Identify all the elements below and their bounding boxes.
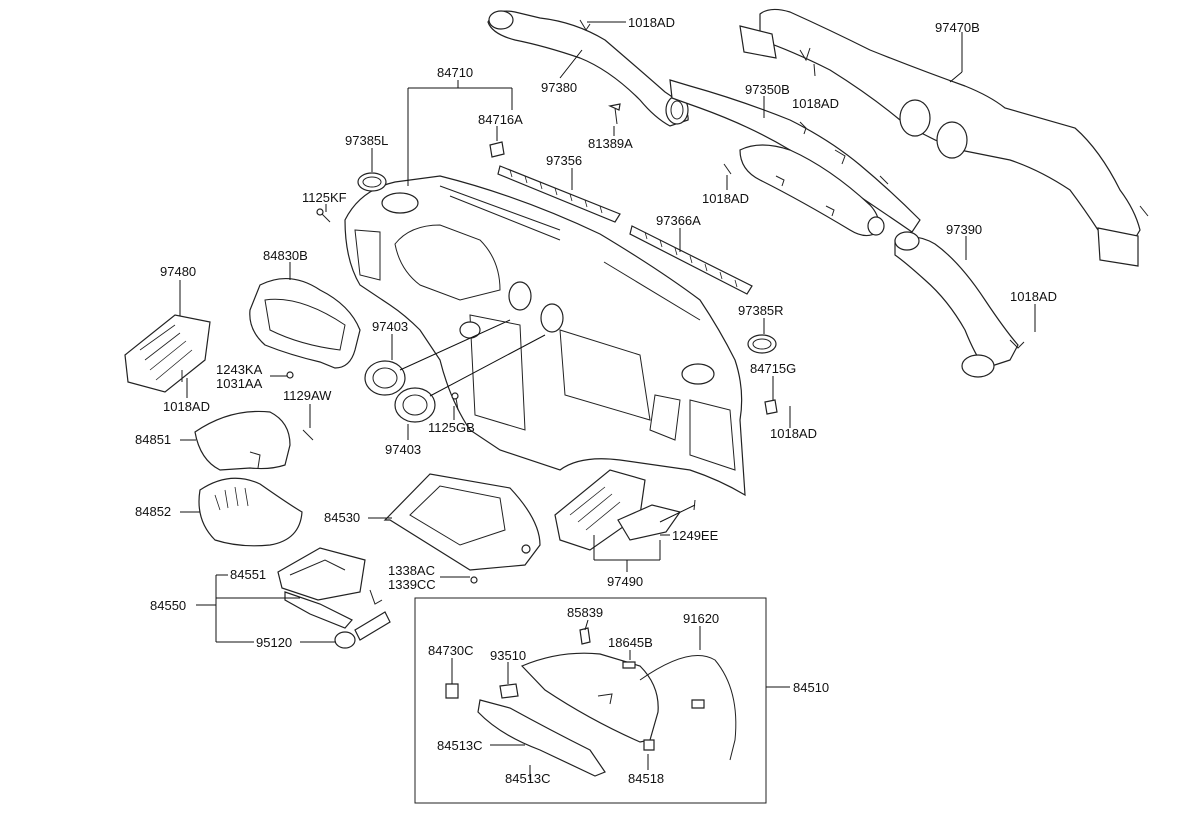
label-1339cc: 1339CC (388, 577, 436, 592)
vent-ring-97385r (747, 334, 777, 354)
label-84716a: 84716A (478, 112, 523, 127)
label-91620: 91620 (683, 611, 719, 626)
label-95120: 95120 (256, 635, 292, 650)
label-97390: 97390 (946, 222, 982, 237)
leader-lines (179, 21, 1036, 780)
label-81389a: 81389A (588, 136, 633, 151)
air-duct-97390 (894, 231, 1025, 378)
clip-84715g (764, 399, 778, 415)
label-97350b: 97350B (745, 82, 790, 97)
label-84710: 84710 (437, 65, 473, 80)
label-97380: 97380 (541, 80, 577, 95)
air-duct-97470b (739, 8, 1149, 267)
screw-1018ad-b (813, 63, 816, 77)
label-84518: 84518 (628, 771, 664, 786)
label-84530: 84530 (324, 510, 360, 525)
defrost-grille-97356 (497, 165, 621, 223)
screw-1125kf (316, 208, 331, 223)
center-vent-97490 (554, 469, 696, 551)
tray-84551 (277, 547, 366, 601)
label-1031aa: 1031AA (216, 376, 263, 391)
label-84510: 84510 (793, 680, 829, 695)
center-vent-97403-b (394, 387, 436, 423)
label-1125gb: 1125GB (428, 420, 475, 435)
label-1129aw: 1129AW (283, 388, 332, 403)
label-84830b: 84830B (263, 248, 308, 263)
label-1018ad-d: 1018AD (1010, 289, 1057, 304)
defrost-grille-97366a (629, 225, 753, 295)
label-1249ee: 1249EE (672, 528, 719, 543)
cluster-hood-84830b (249, 277, 361, 379)
label-84715g: 84715G (750, 361, 796, 376)
clip-84716a (489, 141, 505, 158)
label-84730c: 84730C (428, 643, 474, 658)
label-97356: 97356 (546, 153, 582, 168)
label-97480: 97480 (160, 264, 196, 279)
label-84550: 84550 (150, 598, 186, 613)
under-cover-84530 (383, 473, 541, 584)
column-shroud-upper-84851 (194, 410, 291, 471)
label-1018ad-b: 1018AD (792, 96, 839, 111)
column-shroud-lower-84852 (198, 477, 303, 547)
power-outlet-95120 (334, 611, 391, 649)
label-84513c-a: 84513C (437, 738, 483, 753)
label-84851: 84851 (135, 432, 171, 447)
label-97366a: 97366A (656, 213, 701, 228)
air-duct-97380 (487, 10, 689, 127)
label-97385r: 97385R (738, 303, 784, 318)
label-1125kf: 1125KF (302, 190, 347, 205)
label-1243ka: 1243KA (216, 362, 263, 377)
screw-1125gb (451, 392, 459, 411)
center-vent-97403-a (364, 360, 406, 396)
label-84551: 84551 (230, 567, 266, 582)
label-1018ad-c: 1018AD (702, 191, 749, 206)
label-1018ad-e: 1018AD (163, 399, 210, 414)
glove-box-group-84510 (414, 597, 767, 804)
screw-1129aw (302, 429, 314, 441)
vent-ring-97385l (357, 172, 387, 192)
label-93510: 93510 (490, 648, 526, 663)
label-1018ad-f: 1018AD (770, 426, 817, 441)
part-number-labels: 1018AD 97470B 84710 97380 97350B 1018AD … (135, 15, 1057, 786)
label-84513c-b: 84513C (505, 771, 551, 786)
screw-81389a (608, 103, 621, 125)
label-97403-b: 97403 (385, 442, 421, 457)
label-97490: 97490 (607, 574, 643, 589)
screw-1018ad-c (723, 163, 732, 175)
label-85839: 85839 (567, 605, 603, 620)
label-18645b: 18645B (608, 635, 653, 650)
label-1018ad-top: 1018AD (628, 15, 675, 30)
label-97385l: 97385L (345, 133, 388, 148)
label-1338ac: 1338AC (388, 563, 435, 578)
label-97403-a: 97403 (372, 319, 408, 334)
label-84852: 84852 (135, 504, 171, 519)
air-duct-97350b (669, 79, 921, 237)
tray-base-84550 (284, 589, 383, 629)
label-97470b: 97470B (935, 20, 980, 35)
side-vent-97480 (124, 314, 211, 393)
